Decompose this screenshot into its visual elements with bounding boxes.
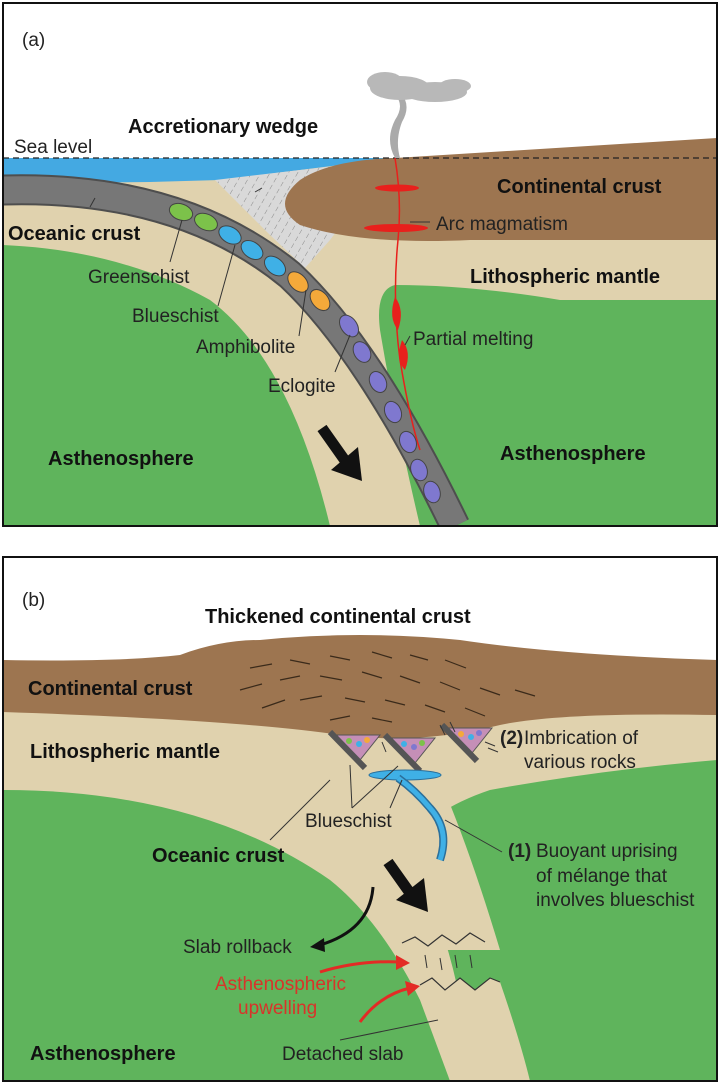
greenschist-label: Greenschist bbox=[88, 267, 190, 288]
imbrication-number: (2) bbox=[500, 728, 523, 749]
melt-drop-1 bbox=[392, 297, 401, 330]
eclogite-label: Eclogite bbox=[268, 376, 336, 397]
buoyant-label-1: Buoyant uprising bbox=[536, 841, 678, 862]
blueschist-b-label: Blueschist bbox=[305, 811, 392, 832]
imbrication-label-2: various rocks bbox=[524, 752, 636, 773]
lithospheric-mantle-b-label: Lithospheric mantle bbox=[30, 741, 220, 763]
detached-slab-label: Detached slab bbox=[282, 1044, 403, 1065]
upwelling-label-1: Asthenospheric bbox=[215, 974, 346, 995]
subduction-arrow-icon bbox=[383, 858, 428, 912]
ocean bbox=[3, 158, 395, 185]
magma-lens-2 bbox=[364, 224, 428, 232]
buoyant-label-3: involves blueschist bbox=[536, 890, 695, 911]
buoyant-label-2: of mélange that bbox=[536, 866, 668, 887]
amphibolite-label: Amphibolite bbox=[196, 337, 295, 358]
asthenosphere-left bbox=[3, 245, 330, 526]
volcanic-plume-icon bbox=[367, 72, 471, 158]
partial-melting-label: Partial melting bbox=[413, 329, 533, 350]
blueschist-label: Blueschist bbox=[132, 306, 219, 327]
continental-crust-b bbox=[3, 635, 717, 739]
panel-a-frame bbox=[2, 2, 718, 527]
oceanic-crust-label: Oceanic crust bbox=[8, 223, 141, 245]
metamorphic-zones bbox=[168, 202, 441, 504]
continental-crust-label: Continental crust bbox=[497, 176, 662, 198]
asthenospheric-upwelling-arrows bbox=[319, 955, 420, 1023]
asthenosphere-right-label: Asthenosphere bbox=[500, 443, 646, 465]
continental-crust-b-label: Continental crust bbox=[28, 678, 193, 700]
slab-break-lower bbox=[419, 977, 501, 991]
lithospheric-mantle-label: Lithospheric mantle bbox=[470, 266, 660, 288]
crust-foliation bbox=[239, 651, 536, 723]
slab-rollback-arrow bbox=[310, 886, 375, 952]
slab-rollback-label: Slab rollback bbox=[183, 937, 292, 958]
accretionary-wedge-label: Accretionary wedge bbox=[128, 116, 318, 138]
asthenosphere-right bbox=[379, 285, 717, 526]
thickened-crust-label: Thickened continental crust bbox=[205, 606, 471, 628]
asthenosphere-left-label: Asthenosphere bbox=[48, 448, 194, 470]
imbrication-label-1: Imbrication of bbox=[524, 728, 639, 749]
slab-break-upper bbox=[401, 932, 486, 947]
oceanic-crust-b-label: Oceanic crust bbox=[152, 845, 285, 867]
continental-crust bbox=[285, 138, 717, 241]
asthenosphere-left-b bbox=[3, 790, 450, 1081]
subduction-arrow-icon bbox=[317, 424, 362, 481]
panel-b-frame bbox=[2, 556, 718, 1082]
panel-b: (b) Thickened continental crust Continen… bbox=[3, 557, 717, 1081]
panel-a-label: (a) bbox=[22, 30, 45, 51]
magma-lens-1 bbox=[375, 184, 419, 192]
arc-magmatism-label: Arc magmatism bbox=[436, 214, 568, 235]
asthenosphere-b-label: Asthenosphere bbox=[30, 1043, 176, 1065]
sea-level-label: Sea level bbox=[14, 137, 92, 158]
upwelling-label-2: upwelling bbox=[238, 998, 317, 1019]
panel-b-label: (b) bbox=[22, 590, 45, 611]
imbricated-blocks bbox=[327, 721, 499, 774]
panel-a: (a) Sea level Accretionary wedge Contine… bbox=[3, 3, 717, 526]
detached-slab bbox=[420, 978, 530, 1081]
melt-drop-2 bbox=[399, 340, 408, 370]
buoyant-number: (1) bbox=[508, 841, 531, 862]
